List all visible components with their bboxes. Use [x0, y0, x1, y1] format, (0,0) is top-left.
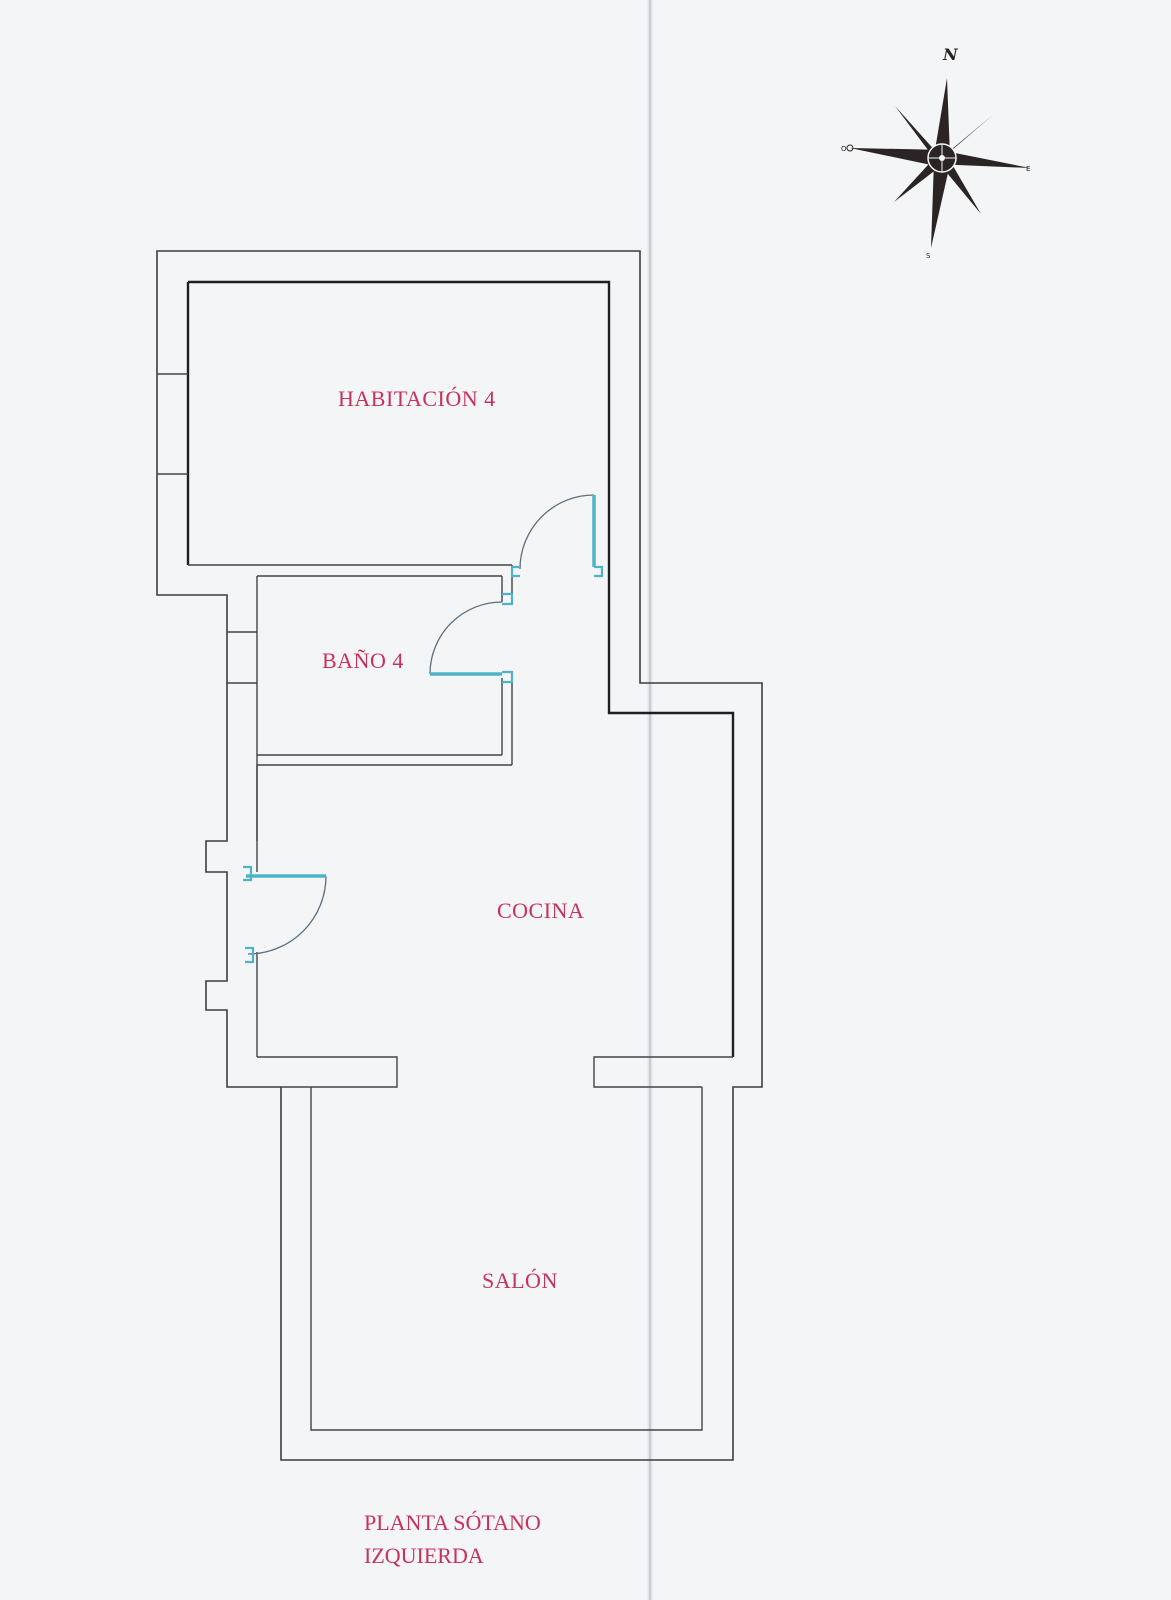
compass-north-label: N [942, 45, 959, 64]
bathroom-door [429, 592, 514, 684]
room-label-habitacion: HABITACIÓN 4 [338, 386, 496, 411]
kitchen-walls [256, 765, 733, 1088]
bedroom-inner-wall [188, 280, 735, 1057]
compass-west-label: O [841, 145, 847, 153]
room-label-bano: BAÑO 4 [322, 648, 404, 673]
compass-south-label: S [926, 252, 931, 260]
living-room-inner-wall [310, 1087, 703, 1431]
bedroom-window [157, 373, 188, 475]
kitchen-door [243, 865, 327, 964]
compass-east-label: E [1026, 165, 1030, 173]
bedroom-bath-partition [188, 564, 512, 577]
plan-title-line-2: IZQUIERDA [364, 1543, 484, 1568]
bedroom-door [510, 494, 604, 578]
room-label-salon: SALÓN [482, 1268, 558, 1293]
room-label-cocina: COCINA [497, 898, 584, 923]
compass-rose-icon [846, 78, 1030, 248]
plan-title-line-1: PLANTA SÓTANO [364, 1510, 541, 1535]
outer-wall-outline [156, 250, 763, 1461]
bathroom-walls [227, 565, 513, 841]
